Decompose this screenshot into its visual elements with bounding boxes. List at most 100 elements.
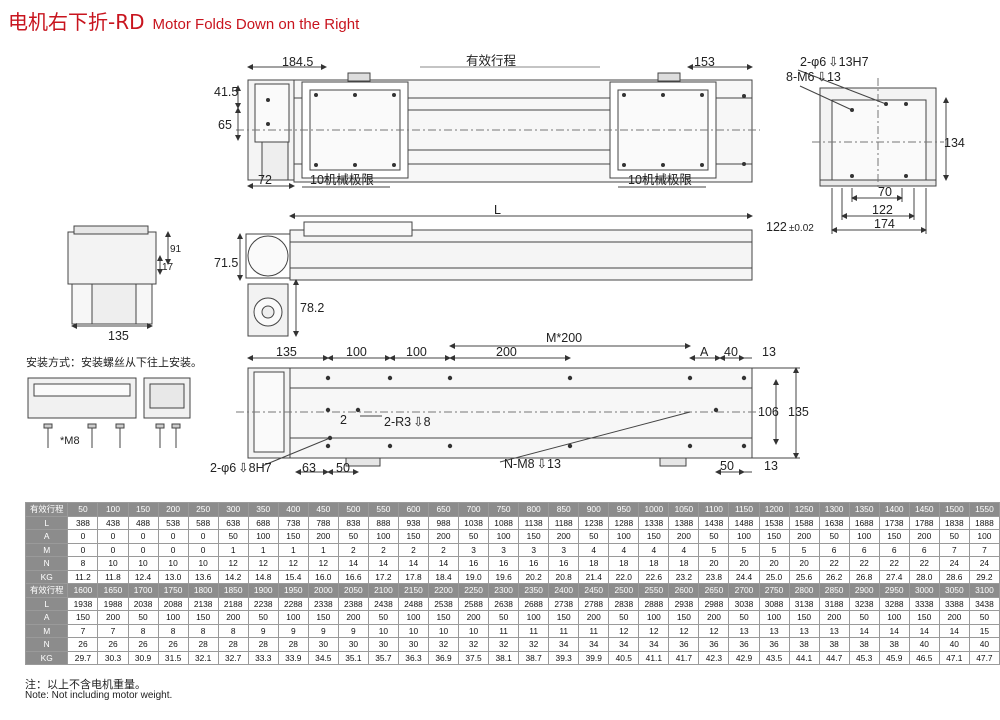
table-cell: 32	[458, 637, 490, 652]
dim-L: L	[494, 203, 501, 217]
table-cell: 1438	[698, 515, 730, 530]
table-cell: 19.0	[458, 569, 490, 584]
stroke-cell: 550	[367, 502, 399, 517]
table-cell: 26.8	[848, 569, 880, 584]
table-cell: 3	[518, 542, 550, 557]
stroke-cell: 1300	[818, 502, 850, 517]
table-cell: 7	[938, 542, 970, 557]
dim-41-5: 41.5	[214, 85, 238, 99]
table-cell: 7	[968, 542, 1000, 557]
stroke-cell: 1450	[908, 502, 940, 517]
table-cell: 738	[277, 515, 309, 530]
table-cell: 50	[488, 610, 520, 625]
table-cell: 4	[638, 542, 670, 557]
table-cell: 11	[548, 623, 580, 638]
hole-spec-1: 2-φ6⇩13H7	[800, 55, 869, 69]
dim-135-bottom: 135	[276, 345, 297, 359]
table-cell: 33.3	[247, 650, 279, 665]
stroke-cell: 1100	[698, 502, 730, 517]
table-cell: 0	[157, 529, 189, 544]
table-cell: 14.8	[247, 569, 279, 584]
stroke-cell: 1900	[247, 583, 279, 598]
row-label: N	[24, 556, 69, 571]
table-cell: 10	[458, 623, 490, 638]
table-cell: 50	[698, 529, 730, 544]
limit-left-label: 10机械极限	[310, 172, 374, 187]
stroke-cell: 1650	[97, 583, 129, 598]
table-cell: 150	[277, 529, 309, 544]
table-cell: 44.7	[818, 650, 850, 665]
table-cell: 13	[758, 623, 790, 638]
table-cell: 3088	[758, 596, 790, 611]
table-cell: 7	[67, 623, 99, 638]
table-cell: 16	[518, 556, 550, 571]
title-cn: 电机右下折-RD	[8, 10, 145, 34]
table-cell: 0	[127, 542, 159, 557]
table-cell: 100	[157, 610, 189, 625]
stroke-cell: 1200	[758, 502, 790, 517]
table-cell: 23.2	[668, 569, 700, 584]
table-cell: 2738	[548, 596, 580, 611]
table-cell: 28	[217, 637, 249, 652]
table-cell: 14	[938, 623, 970, 638]
table-cell: 3	[548, 542, 580, 557]
table-cell: 12	[608, 623, 640, 638]
table-cell: 29.7	[67, 650, 99, 665]
dim-78-2: 78.2	[300, 301, 324, 315]
table-cell: 150	[518, 529, 550, 544]
table-cell: 13	[788, 623, 820, 638]
table-cell: 588	[187, 515, 219, 530]
table-cell: 28.0	[908, 569, 940, 584]
table-cell: 38	[788, 637, 820, 652]
stroke-cell: 2250	[458, 583, 490, 598]
table-cell: 50	[818, 529, 850, 544]
table-cell: 14	[397, 556, 429, 571]
stroke-cell: 1750	[157, 583, 189, 598]
dim-13-top: 13	[762, 345, 776, 359]
table-cell: 200	[337, 610, 369, 625]
table-cell: 40	[908, 637, 940, 652]
table-cell: 36.9	[427, 650, 460, 665]
stroke-cell: 2550	[638, 583, 670, 598]
table-cell: 100	[848, 529, 880, 544]
table-cell: 20.8	[548, 569, 580, 584]
table-cell: 34	[638, 637, 670, 652]
table-cell: 16.0	[307, 569, 339, 584]
table-cell: 39.3	[548, 650, 580, 665]
stroke-cell: 1850	[217, 583, 249, 598]
table-cell: 0	[127, 529, 159, 544]
table-cell: 988	[427, 515, 460, 530]
table-cell: 28.6	[938, 569, 970, 584]
table-cell: 42.3	[698, 650, 730, 665]
table-cell: 26	[157, 637, 189, 652]
stroke-cell: 300	[217, 502, 249, 517]
table-cell: 20.2	[518, 569, 550, 584]
stroke-cell: 1800	[187, 583, 219, 598]
table-cell: 50	[608, 610, 640, 625]
table-cell: 18.4	[427, 569, 460, 584]
table-cell: 38.1	[488, 650, 520, 665]
table-cell: 37.5	[458, 650, 490, 665]
motor-view	[67, 225, 171, 329]
stroke-cell: 2400	[548, 583, 580, 598]
table-cell: 0	[157, 542, 189, 557]
table-cell: 18	[638, 556, 670, 571]
table-cell: 14.2	[217, 569, 249, 584]
table-cell: 100	[488, 529, 520, 544]
dim-65: 65	[218, 118, 232, 132]
stroke-cell: 250	[187, 502, 219, 517]
row-label: KG	[24, 569, 69, 584]
table-cell: 438	[97, 515, 129, 530]
table-cell: 150	[668, 610, 700, 625]
table-cell: 8	[187, 623, 219, 638]
table-cell: 1638	[818, 515, 850, 530]
stroke-cell: 2650	[698, 583, 730, 598]
table-cell: 1	[247, 542, 279, 557]
stroke-cell: 1950	[277, 583, 309, 598]
table-cell: 2488	[397, 596, 429, 611]
table-cell: 11.8	[97, 569, 129, 584]
stroke-cell: 600	[397, 502, 429, 517]
